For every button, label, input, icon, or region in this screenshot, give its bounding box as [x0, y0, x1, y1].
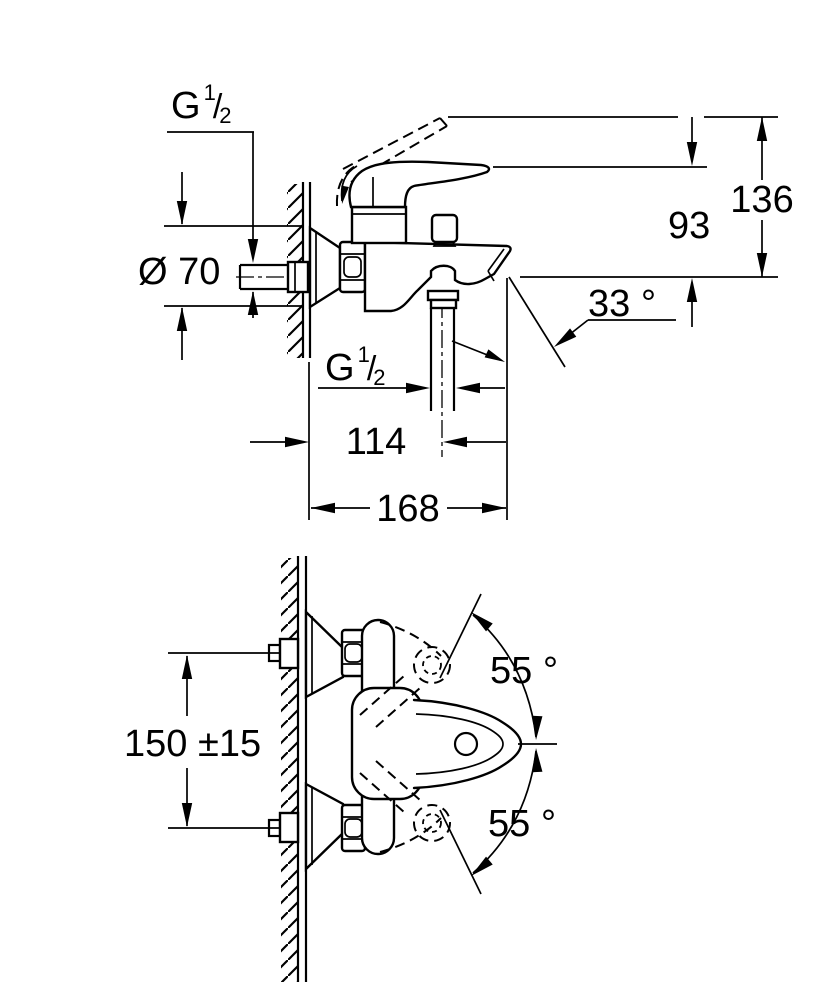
dia70-arrow-top	[176, 201, 188, 225]
escutcheon-cone	[308, 225, 342, 310]
wall-hatching-plan	[281, 558, 297, 982]
dim-114-label: 114	[346, 421, 407, 463]
dim-55-up-label: 55 °	[490, 650, 558, 692]
phantom-edge-down-1	[359, 772, 405, 813]
lever-hole	[453, 731, 479, 757]
lever-fill	[414, 700, 521, 788]
dim-114-arrow-right	[443, 436, 467, 448]
lever-outline	[348, 160, 491, 209]
inlet-connection-side	[238, 225, 367, 310]
dim-93-arrow-bottom	[686, 278, 698, 302]
escutcheon-dia-label: Ø 70	[138, 251, 220, 293]
outlet-collar-lower	[429, 298, 458, 310]
dim-93-arrow-top	[686, 142, 698, 166]
dim-114-arrow-left	[285, 436, 309, 448]
phantom-lever-edge-1	[342, 117, 441, 170]
reference-lines	[236, 116, 778, 457]
aerator-face-line	[487, 248, 505, 272]
dim-wall-to-spout: 168	[311, 488, 506, 530]
lever-phantom-up	[359, 621, 451, 728]
outlet-collar-upper	[426, 289, 460, 302]
plan-view: 150 ±15	[124, 556, 558, 982]
lever-handle-side	[348, 160, 491, 209]
inlet-thread-arrow-up	[247, 291, 259, 315]
rotation-arrow-head	[338, 185, 349, 205]
swing-down-arrow-low	[467, 856, 493, 880]
lever-inner-edge	[415, 713, 504, 775]
phantom-body-arc-up	[379, 621, 442, 657]
faucet-body-plan	[350, 618, 424, 856]
dim-33-arrow	[550, 328, 577, 352]
dim-136-label: 136	[730, 179, 793, 221]
inlet-connection-plan-top	[267, 609, 367, 700]
inlet-thread-arrow-down	[247, 239, 259, 263]
diverter-knob-base	[432, 241, 457, 247]
inlet-fitting	[286, 260, 310, 294]
body-outline	[363, 240, 512, 313]
flow-arrow-head	[484, 349, 507, 367]
dim-150-arrow-top	[181, 655, 193, 679]
shower-thread-arrow-left	[406, 382, 430, 394]
dim-168-arrow-left	[311, 502, 335, 514]
nut-facet	[343, 256, 362, 278]
swing-up-line	[439, 593, 482, 679]
dim-33-label: 33 °	[588, 283, 656, 325]
phantom-edge-down-2	[375, 760, 421, 801]
dim-136-arrow-bottom	[756, 253, 768, 277]
dim-height-136: 136	[730, 117, 794, 277]
swing-down-line	[439, 809, 482, 895]
inlet-fitting-top	[278, 637, 300, 670]
swing-up-arrow-high	[467, 608, 493, 632]
aerator-lip	[487, 270, 495, 282]
phantom-lever-tip	[439, 117, 448, 127]
dim-168-label: 168	[376, 488, 439, 530]
phantom-edge-up-2	[375, 687, 421, 728]
diverter-knob	[430, 213, 459, 244]
dim-150-arrow-bottom	[181, 803, 193, 827]
phantom-hole-down	[422, 813, 442, 833]
shower-thread-arrow-right	[456, 382, 480, 394]
flow-direction-indicator	[451, 340, 507, 367]
lever-phantom-down	[359, 760, 451, 853]
dim-spout-angle: 33 °	[508, 276, 676, 368]
cartridge-housing	[350, 205, 408, 245]
wall-section-plan	[281, 556, 308, 982]
dim-93-label: 93	[668, 205, 710, 247]
cartridge-bulge	[350, 686, 424, 801]
phantom-circle-up	[413, 646, 451, 684]
phantom-circle-down	[413, 804, 451, 842]
lever-handle-plan	[412, 698, 523, 790]
dim-136-arrow-top	[756, 117, 768, 141]
inlet-connection-plan-bottom	[267, 781, 367, 872]
phantom-edge-up-1	[359, 675, 405, 716]
dim-168-arrow-right	[482, 502, 506, 514]
phantom-hole-up	[422, 655, 442, 675]
dim-escutcheon-dia: Ø 70	[138, 172, 302, 360]
spout-angle-line	[508, 276, 566, 368]
dim-55-down-label: 55 °	[488, 803, 556, 845]
phantom-body-arc-down	[379, 817, 442, 853]
dim-height-93: 93	[668, 117, 710, 327]
rotation-arrow-arc	[340, 165, 358, 202]
inlet-fitting-bottom	[278, 811, 300, 844]
dim-swing-down: 55 °	[439, 747, 556, 895]
escutcheon-cone-top	[304, 609, 345, 700]
dim-swing-up: 55 °	[439, 593, 558, 745]
dim-inlet-spacing: 150 ±15	[124, 652, 294, 829]
dim-150-label: 150 ±15	[124, 723, 261, 765]
faucet-body-side	[350, 205, 512, 411]
dim-wall-to-outlet: 114	[250, 421, 506, 463]
dia70-arrow-bottom	[176, 307, 188, 331]
